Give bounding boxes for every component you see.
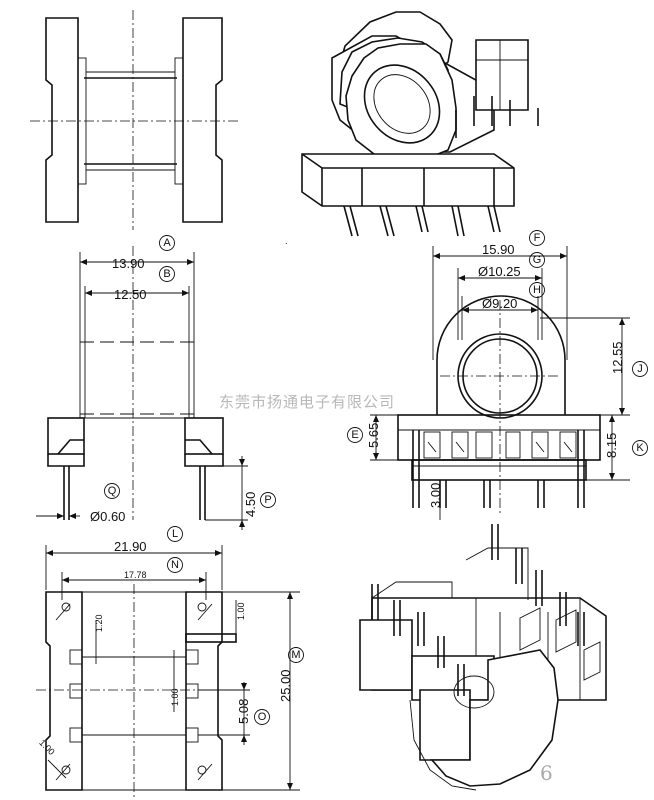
label-P: P <box>264 494 271 506</box>
label-E: E <box>351 429 358 441</box>
label-J: J <box>637 363 643 375</box>
dim-A-value: 13.90 <box>112 256 145 271</box>
dim-F-value: 15.90 <box>482 242 515 257</box>
dim-P-value: 4.50 <box>243 492 258 517</box>
dim-bottom-value: 3.00 <box>428 483 443 508</box>
label-B: B <box>163 268 170 280</box>
dim-1.20-value: 1.20 <box>94 614 104 632</box>
label-O: O <box>258 711 267 723</box>
label-M: M <box>291 649 300 661</box>
dim-1.00-bottom-value: 1.00 <box>37 738 56 757</box>
top-view <box>30 10 240 230</box>
dim-M-value: 25.00 <box>278 669 293 702</box>
label-G: G <box>533 254 542 266</box>
dim-B-value: 12.50 <box>114 287 147 302</box>
dim-N-value: 17.78 <box>124 570 147 580</box>
dim-J-value: 12.55 <box>610 341 625 374</box>
dim-1.00-top-value: 1.00 <box>236 602 246 620</box>
label-H: H <box>533 284 541 296</box>
page-number: 6 <box>540 761 553 785</box>
label-L: L <box>172 528 178 540</box>
dim-Q-value: Ø0.60 <box>90 509 125 524</box>
side-view: 15.90 F Ø10.25 G Ø9.20 H 12.55 J <box>347 230 648 520</box>
label-K: K <box>636 442 644 454</box>
isometric-view-bottom <box>359 524 607 791</box>
dim-K-value: 8.15 <box>604 433 619 458</box>
label-F: F <box>534 232 541 244</box>
label-A: A <box>163 237 171 249</box>
dim-1.00-mid-value: 1.00 <box>170 688 180 706</box>
isometric-view-top <box>301 11 539 237</box>
watermark-text: 东莞市扬通电子有限公司 <box>219 393 395 411</box>
bottom-view: 21.90 L 17.78 N 1.00 1.20 <box>36 526 304 798</box>
dim-O-value: 5.08 <box>236 699 251 724</box>
dim-E-value: 5.65 <box>366 423 381 448</box>
label-N: N <box>171 559 179 571</box>
svg-text:.: . <box>285 236 288 246</box>
dim-G-value: Ø10.25 <box>478 264 521 279</box>
front-view: 13.90 A 12.50 B 4.50 P Ø0.60 Q <box>36 235 276 530</box>
label-Q: Q <box>108 485 117 497</box>
dim-L-value: 21.90 <box>114 539 147 554</box>
